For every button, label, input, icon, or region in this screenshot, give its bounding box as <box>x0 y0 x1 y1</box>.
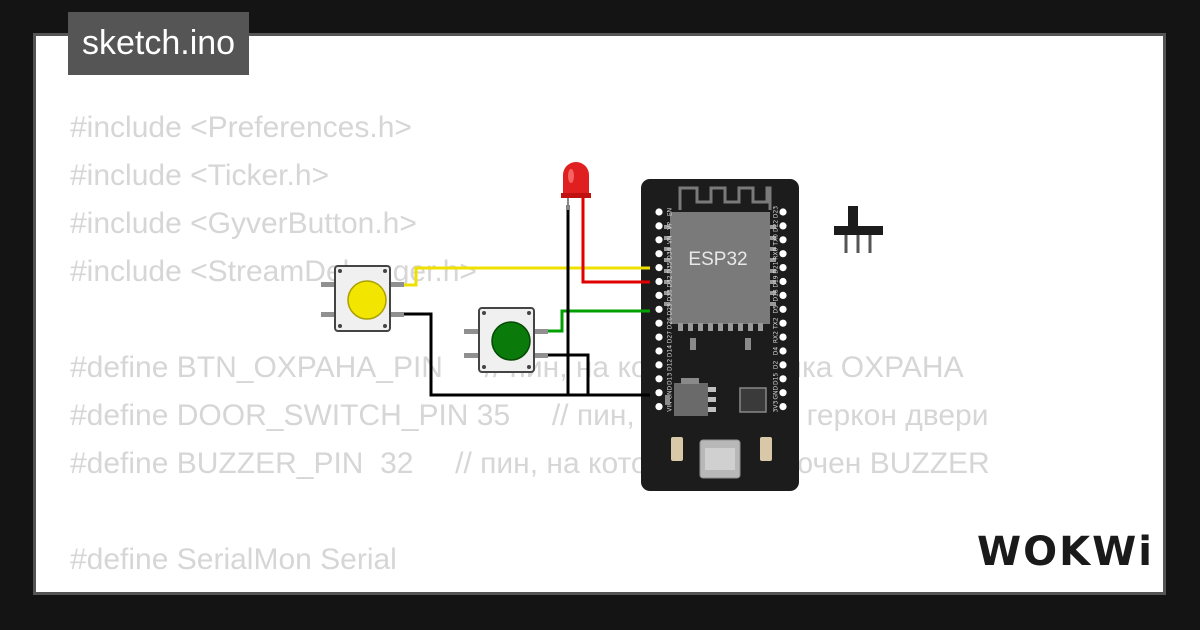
wokwi-logo: WOKWi <box>977 529 1150 575</box>
voltage-regulator <box>674 383 708 416</box>
code-line: #include <Ticker.h> <box>70 159 330 192</box>
pin-hole[interactable] <box>779 319 787 327</box>
pushbutton-yellow[interactable] <box>321 265 404 332</box>
logo-text: WOKWi <box>977 529 1150 575</box>
wire-black-led <box>566 205 650 397</box>
switch-body <box>834 226 883 235</box>
pin-label: D2 <box>773 360 780 369</box>
pin-label: D22 <box>773 220 780 232</box>
en-button[interactable] <box>671 437 683 461</box>
pin-label: RX2 <box>773 331 780 343</box>
esp32-module <box>670 212 770 324</box>
pin-label: 3V3 <box>773 401 780 413</box>
pin-label: D25 <box>667 303 674 315</box>
code-line: #include <Preferences.h> <box>70 111 412 144</box>
pin-label: D19 <box>773 275 780 287</box>
pin-label: GND <box>773 385 780 399</box>
pin-label: D26 <box>667 317 674 329</box>
code-line: #define SerialModem Serial2 <box>70 584 990 592</box>
pin-label: VN <box>667 236 674 245</box>
pin-hole[interactable] <box>779 361 787 369</box>
pin-label: TX2 <box>773 317 780 330</box>
pin-hole[interactable] <box>655 250 663 258</box>
pin-hole[interactable] <box>655 208 663 216</box>
preview-card: #include <Preferences.h> #include <Ticker… <box>33 33 1166 595</box>
pin-hole[interactable] <box>779 277 787 286</box>
pin-hole[interactable] <box>655 222 663 230</box>
pin-label: VIN <box>667 401 674 411</box>
pin-label: D15 <box>773 372 780 384</box>
pin-hole[interactable] <box>655 305 663 313</box>
pin-hole[interactable] <box>655 277 663 286</box>
pin-hole[interactable] <box>655 264 663 272</box>
pin-hole[interactable] <box>655 389 663 397</box>
pin-label: D33 <box>667 289 674 301</box>
red-led[interactable] <box>561 162 591 210</box>
code-line: #define SerialMon Serial <box>70 543 397 576</box>
pin-hole[interactable] <box>779 403 787 411</box>
wires <box>403 190 650 397</box>
led-body <box>563 162 589 196</box>
pin-label: VP <box>667 222 674 230</box>
pin-label: EN <box>667 208 674 216</box>
button-cap <box>347 280 387 320</box>
pin-label: D4 <box>773 347 780 356</box>
pin-hole[interactable] <box>655 375 663 383</box>
pin-hole[interactable] <box>779 222 787 230</box>
slide-switch[interactable] <box>834 206 883 253</box>
pin-hole[interactable] <box>779 389 787 397</box>
button-cap <box>491 321 531 361</box>
pin-label: D5 <box>773 305 780 314</box>
pin-hole[interactable] <box>655 361 663 369</box>
pin-label: D34 <box>667 247 674 259</box>
wire-red <box>581 190 650 284</box>
antenna-trace <box>678 186 772 210</box>
usb-serial-chip <box>739 387 767 413</box>
pin-hole[interactable] <box>779 347 787 355</box>
switch-knob <box>848 206 858 226</box>
wire-black-yellow-button <box>403 312 650 397</box>
pin-hole[interactable] <box>779 305 787 313</box>
pin-label: D18 <box>773 289 780 301</box>
pin-hole[interactable] <box>779 264 787 272</box>
boot-button[interactable] <box>760 437 772 461</box>
module-label: ESP32 <box>688 249 747 270</box>
pin-hole[interactable] <box>779 333 787 341</box>
pin-label: D35 <box>667 261 674 273</box>
pin-hole[interactable] <box>779 236 787 244</box>
pin-hole[interactable] <box>655 403 663 411</box>
pin-hole[interactable] <box>779 375 787 383</box>
pin-label: D32 <box>667 275 674 287</box>
left-pin-header <box>655 208 663 411</box>
pushbutton-green[interactable] <box>464 307 548 373</box>
pin-hole[interactable] <box>779 208 787 216</box>
right-pin-header <box>779 208 787 411</box>
pin-hole[interactable] <box>655 236 663 244</box>
wire-yellow <box>403 266 650 287</box>
pin-hole[interactable] <box>655 333 663 341</box>
pin-label: D14 <box>667 345 674 357</box>
pin-hole[interactable] <box>779 250 787 258</box>
pin-label: D12 <box>667 359 674 371</box>
pin-hole[interactable] <box>655 291 663 299</box>
pin-label: D21 <box>773 261 780 273</box>
wire-green <box>546 309 650 333</box>
pin-label: GND <box>667 385 674 399</box>
pin-label: D13 <box>667 372 674 384</box>
pin-label: D23 <box>773 206 780 218</box>
esp32-board[interactable]: ESP32 ENVPVND34D35D32D33D25D26D27D14D12D… <box>641 179 799 491</box>
pin-hole[interactable] <box>655 347 663 355</box>
pin-label: TX0 <box>773 234 780 247</box>
pin-hole[interactable] <box>779 291 787 299</box>
code-line: #include <GyverButton.h> <box>70 207 417 240</box>
pin-label: RX0 <box>773 247 780 259</box>
pin-label: D27 <box>667 331 674 343</box>
pin-hole[interactable] <box>655 319 663 327</box>
module-castellations <box>664 225 776 331</box>
sketch-title: sketch.ino <box>68 12 250 75</box>
wire-black-green-button <box>546 353 590 395</box>
